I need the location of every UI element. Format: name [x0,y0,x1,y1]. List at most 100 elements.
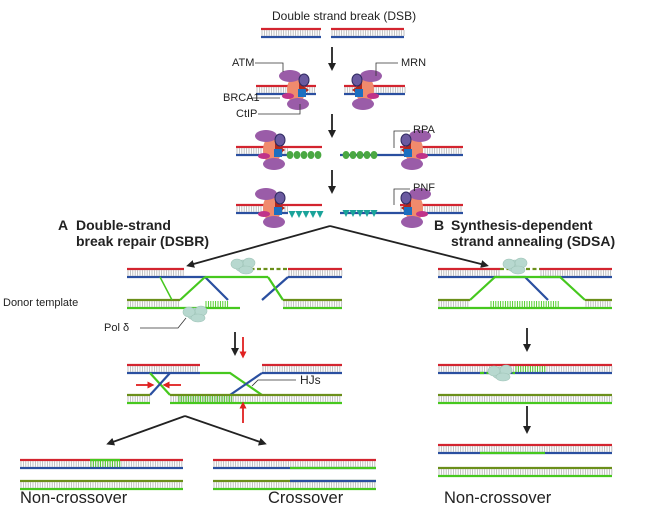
co-a-bottom [213,479,376,491]
brca1-blob [367,93,379,99]
pnf-protein-left [316,211,324,218]
outcome-b-noncrossover: Non-crossover [444,489,552,507]
hj-synthesis [178,396,233,402]
dna-base-pairs [261,30,321,36]
pnf-protein-right [370,210,378,217]
dsbr-donor-opening-r [267,276,284,301]
panel-b-title-line2: strand annealing (SDSA) [451,233,616,249]
dsbr-new-synthesis [205,301,229,307]
pnf-protein-right [349,210,357,217]
polymerase-lobe [502,258,516,270]
rpa-leader [393,130,410,148]
ctip-square [298,89,306,97]
pnf-protein-right [363,210,371,217]
dna-base-pairs [438,301,469,307]
dna-base-pairs [585,301,611,307]
rpa-protein-right [363,151,371,159]
polymerase-lobe [487,365,501,377]
hj-lower-left [127,393,151,405]
dsb-duplex-right [331,27,405,39]
hjs-label: HJs [300,373,321,387]
arrow-to-crossover [184,415,267,446]
mrn-cap [400,133,412,147]
panel-a-title-line1: Double-strand [76,217,171,233]
dsbr-donor-left [127,298,180,310]
mrn-cap [400,191,412,205]
atm-blob-lower [263,216,285,228]
sdsa-dloop [469,275,586,301]
atm-leader [255,62,284,72]
dna-base-pairs [438,270,500,276]
atm-blob [255,130,277,142]
mrn-complex-right-2 [400,130,431,170]
rpa-label: RPA [413,124,435,136]
mrn-cap [274,133,286,147]
pol-delta-leader [140,317,187,329]
atm-blob [409,188,431,200]
dna-base-pairs [127,270,184,276]
donor-template-label: Donor template [3,297,79,309]
pol-delta-label: Pol δ [104,322,130,334]
pnf-protein-left [295,211,303,218]
polymerase-lobe [190,313,206,323]
hj-lower-right [262,393,342,405]
mrn-complex-right [351,70,382,110]
polymerase-lobe [230,258,244,270]
polymerase-lobe [510,265,526,275]
rpa-protein-right [349,151,357,159]
atm-label: ATM [232,57,255,69]
polymerase-lobe [182,306,196,318]
brca1-blob [258,211,270,217]
hj-lower-mid [170,393,262,405]
dsbr-invading-left [127,267,184,279]
hj-leader [251,379,296,387]
sdsa-donor-left [438,298,470,310]
dna-base-pairs [331,30,405,36]
sdsa-invading-right [540,267,612,279]
mrn-cap [351,73,363,87]
mrn-cap [298,73,310,87]
dsb-title: Double strand break (DSB) [272,9,417,23]
brca1-label: BRCA1 [223,92,260,104]
sdsa-strand-invade [500,275,549,301]
dna-base-pairs [283,301,343,307]
dna-base-pairs [170,396,261,402]
dna-base-pairs [438,396,613,402]
arrow-to-sdsa [329,225,489,268]
rpa-protein-left [293,151,301,159]
dna-base-pairs [127,366,199,372]
pnf-protein-right [342,210,350,217]
rpa-protein-left [314,151,322,159]
ctip-label: CtIP [236,108,258,120]
outcome-a-crossover: Crossover [268,489,344,507]
panel-a-title-line2: break repair (DSBR) [76,233,210,249]
mrn-label: MRN [401,57,427,69]
nco-a-bottom [20,479,183,491]
sdsa-fill [515,366,546,372]
polymerase-cloud-top [230,257,256,275]
rpa-protein-right [342,151,350,159]
sdsa-polymerase-cloud [502,257,528,275]
hj-cross-left-b [149,372,171,396]
ctip-square [404,149,412,157]
dna-base-pairs [438,469,613,475]
sdsa-product-bottom [438,466,613,478]
mrn-complex-left-3 [255,188,286,228]
mrn-complex-left-2 [255,130,286,170]
atm-blob-lower [401,216,423,228]
arrow-to-noncrossover [106,415,186,446]
hj-upper-right [262,363,342,375]
arrow-to-dsbr [186,225,331,268]
rpa-protein-right [370,151,378,159]
dsbr-strand-invade-left [184,275,229,301]
ctip-square [274,149,282,157]
co-a-top [213,458,376,470]
hj-cross-right-b [229,372,263,396]
atm-blob-lower [287,98,309,110]
rpa-protein-left [300,151,308,159]
atm-blob [360,70,382,82]
brca1-blob [416,153,428,159]
dna-base-pairs [540,270,612,276]
dna-base-pairs [213,461,376,467]
